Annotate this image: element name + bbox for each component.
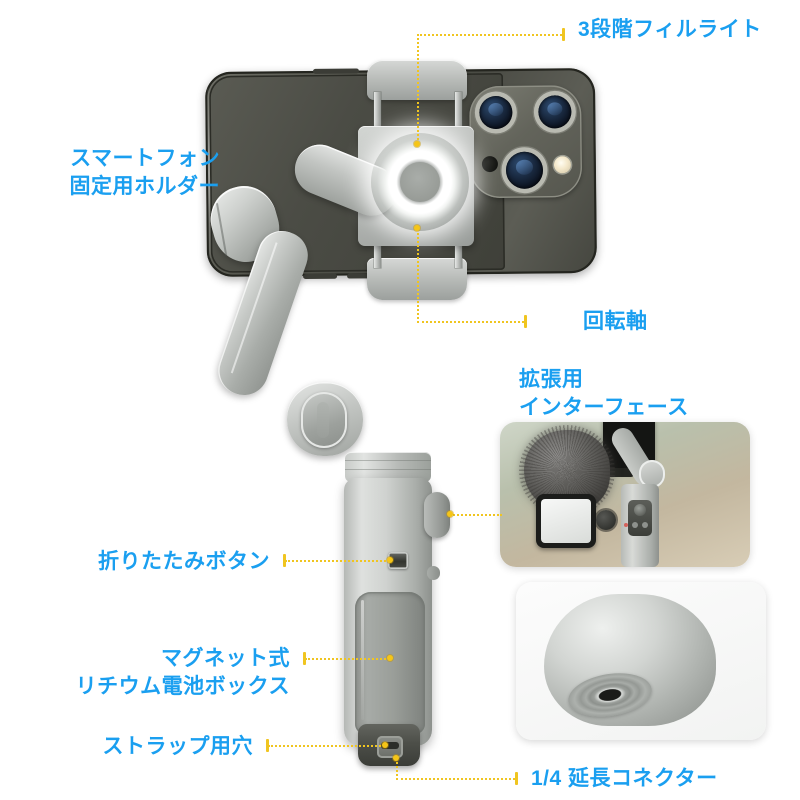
leader-fold-button (285, 560, 390, 562)
leader-expansion (450, 514, 502, 516)
leader-cap-rotation (524, 315, 527, 328)
inset-phone-clip (604, 468, 634, 477)
callout-label-phone-holder: スマートフォン 固定用ホルダー (69, 147, 220, 198)
battery-door (355, 592, 425, 734)
leader-strap-hole (268, 745, 385, 747)
leader-dot-strap-hole (382, 742, 388, 748)
ring-light-logo: α (412, 165, 430, 197)
handle-neck (345, 452, 431, 482)
inset-control-panel (624, 500, 652, 536)
camera-lens-ultrawide-icon (538, 95, 572, 129)
led-fill-light-panel (536, 494, 596, 548)
callout-label-quarter-connector: 1/4 延長コネクター (531, 767, 718, 790)
leader-fill-light-horizontal (417, 34, 562, 36)
phone-button-top (312, 67, 359, 74)
callout-label-battery-box: マグネット式 リチウム電池ボックス (75, 647, 290, 698)
leader-dot-fold-button (387, 557, 393, 563)
leader-dot-fill-light (414, 141, 420, 147)
handle-side-knob (424, 492, 450, 538)
handle-neck-line-1 (345, 460, 431, 462)
phone-camera-module (469, 85, 583, 199)
gimbal-rotation-axis (287, 382, 363, 456)
strap-hole (377, 736, 403, 758)
leader-battery (305, 658, 390, 660)
leader-dot-rotation (414, 225, 420, 231)
leader-quarter-horizontal (396, 778, 515, 780)
lidar-sensor-icon (481, 155, 498, 173)
tripod-thread-photo (516, 582, 766, 740)
fold-button-on-handle (388, 552, 408, 569)
leader-cap-battery (303, 652, 306, 665)
leader-dot-expansion (447, 511, 453, 517)
leader-rotation-horizontal (417, 321, 524, 323)
callout-label-rotation-axis: 回転軸 (583, 310, 648, 333)
leader-cap-quarter (515, 772, 518, 785)
inset-button-2-icon (642, 522, 648, 528)
handle-side-button (427, 566, 440, 580)
leader-quarter-vertical (396, 758, 398, 780)
callout-label-expansion-interface: 拡張用 インターフェース (519, 368, 689, 419)
inset-status-led-icon (624, 523, 628, 527)
callout-label-strap-hole: ストラップ用穴 (102, 735, 253, 758)
camera-flash-icon (553, 156, 572, 174)
callout-label-fold-button: 折りたたみボタン (98, 550, 270, 573)
leader-rotation-vertical (417, 228, 419, 323)
rotation-axis-cap (301, 392, 347, 448)
inset-joystick-icon (634, 504, 646, 516)
inset-gimbal-joint (639, 460, 665, 488)
callout-label-fill-light: 3段階フィルライト (578, 18, 762, 41)
leader-cap-fill-light (562, 28, 565, 41)
handle-neck-line-2 (345, 469, 431, 471)
leader-dot-battery (387, 655, 393, 661)
leader-fill-light-vertical (417, 34, 419, 144)
camera-lens-wide-icon (479, 95, 513, 130)
inset-button-1-icon (632, 522, 638, 528)
leader-dot-quarter (393, 755, 399, 761)
expansion-interface-photo (500, 422, 750, 567)
leader-cap-fold-button (283, 554, 286, 567)
ring-light-module: α (371, 133, 469, 231)
led-mount-knob (596, 510, 616, 530)
phone-button-bottom (303, 273, 338, 279)
battery-door-sheen (361, 600, 364, 720)
camera-lens-telephoto-icon (505, 151, 544, 189)
leader-cap-strap-hole (266, 739, 269, 752)
